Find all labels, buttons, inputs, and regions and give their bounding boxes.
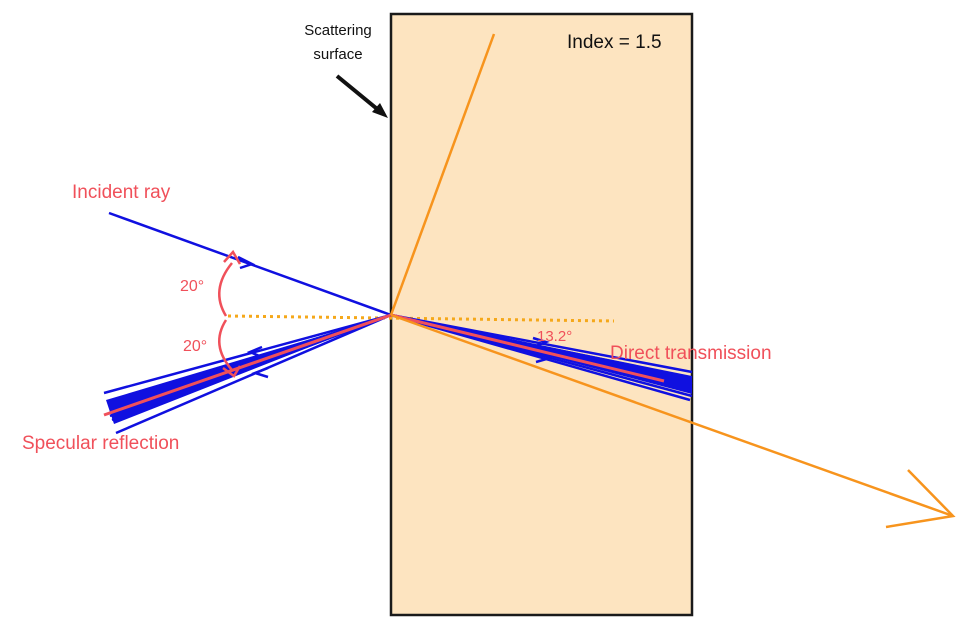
specular-reflection-line [103, 313, 392, 417]
angle-arc-bottom-head [222, 365, 242, 378]
scattering-surface-label-line1: Scattering [304, 22, 372, 39]
angle-arc-bottom [218, 319, 233, 371]
surface-pointer-arrow-line [335, 74, 384, 115]
transmitted-arrowhead-bottom [535, 351, 555, 364]
angle-arc-top [218, 262, 233, 317]
angle-top-label: 20° [180, 278, 204, 295]
specular-reflection-label: Specular reflection [22, 433, 179, 454]
index-label: Index = 1.5 [567, 32, 662, 53]
reflected-fan-wedge [106, 315, 391, 424]
surface-pointer-arrowhead [372, 103, 388, 118]
angle-arc-top-head [223, 249, 242, 265]
surface-normal-dotted [227, 314, 615, 323]
orange-ray-arrowhead [885, 469, 956, 529]
transmitted-arrowhead-top [532, 336, 550, 349]
reflected-arrowhead-top [246, 345, 263, 359]
scattering-surface-label-line2: surface [313, 46, 362, 63]
orange-ray-out [390, 313, 954, 518]
reflected-arrowhead-bottom [251, 366, 269, 379]
incident-ray-label: Incident ray [72, 182, 171, 203]
orange-ray-up [389, 33, 496, 316]
glass-slab [389, 12, 694, 617]
direct-transmission-line [390, 313, 665, 383]
angle-refraction-label: 13.2° [537, 328, 572, 345]
incident-ray-arrowhead [237, 255, 256, 270]
angle-bottom-label: 20° [183, 338, 207, 355]
reflected-scatter-fan [103, 313, 392, 435]
direct-transmission-label: Direct transmission [610, 343, 772, 364]
